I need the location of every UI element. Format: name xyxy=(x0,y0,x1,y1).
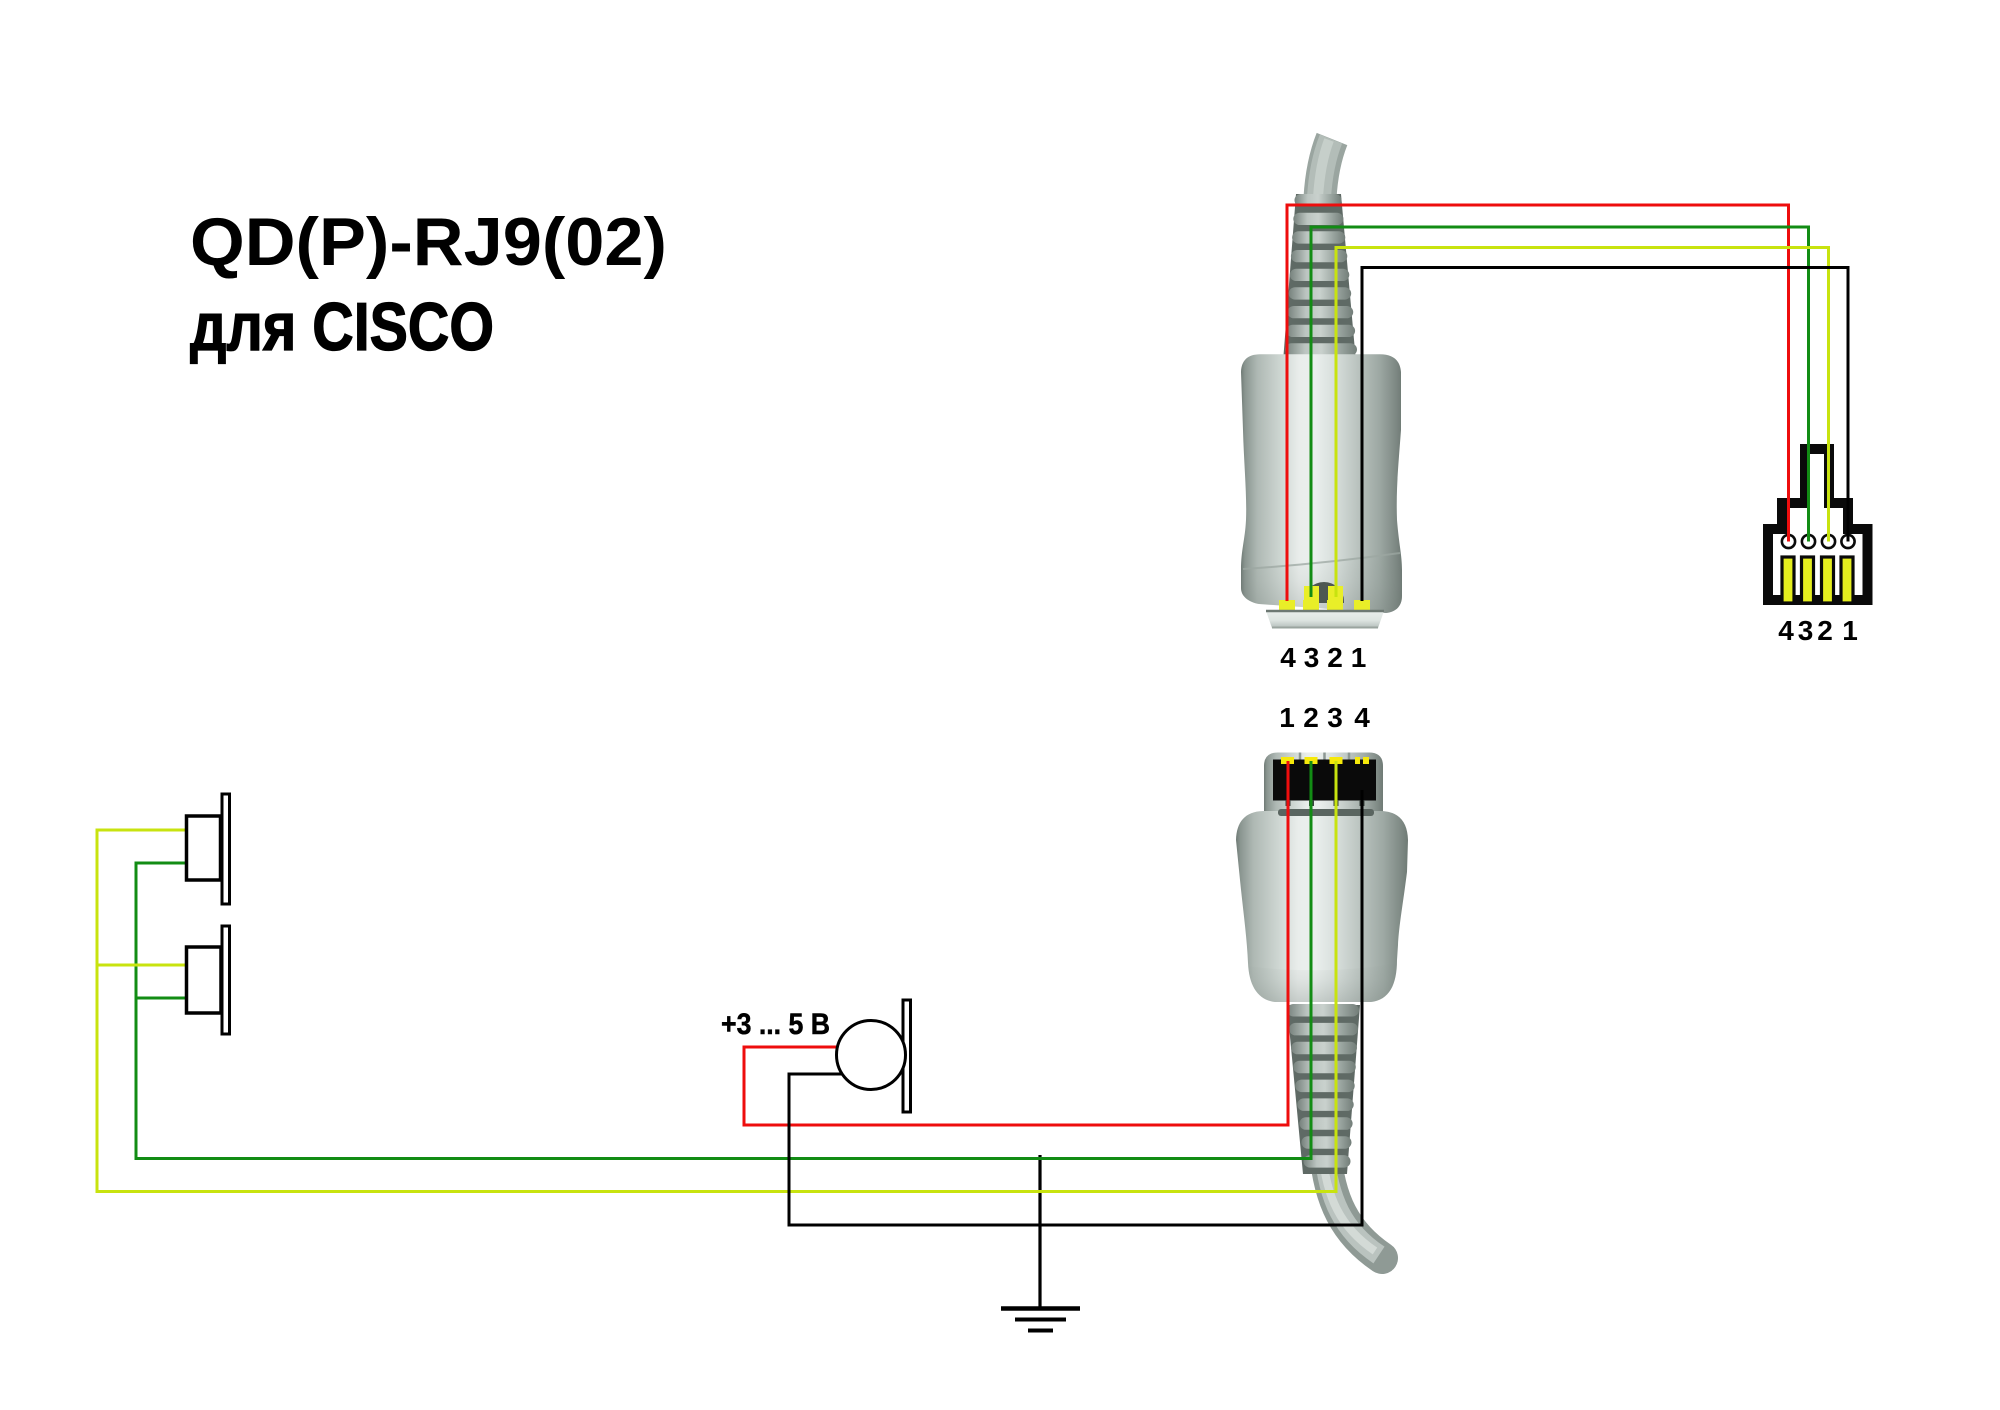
svg-text:2: 2 xyxy=(1327,642,1343,673)
svg-text:2: 2 xyxy=(1303,702,1319,733)
svg-text:4: 4 xyxy=(1354,702,1370,733)
svg-text:1: 1 xyxy=(1842,615,1858,646)
svg-text:2: 2 xyxy=(1817,615,1833,646)
svg-text:3: 3 xyxy=(1304,642,1320,673)
svg-text:1: 1 xyxy=(1351,642,1367,673)
svg-text:QD(P)-RJ9(02): QD(P)-RJ9(02) xyxy=(190,204,667,280)
svg-text:3: 3 xyxy=(1327,702,1343,733)
svg-text:1: 1 xyxy=(1279,702,1295,733)
svg-text:4: 4 xyxy=(1778,615,1794,646)
svg-text:4: 4 xyxy=(1280,642,1296,673)
svg-text:3: 3 xyxy=(1798,615,1814,646)
svg-text:+3 ... 5 В: +3 ... 5 В xyxy=(721,1008,830,1041)
svg-text:для CISCO: для CISCO xyxy=(190,289,494,365)
